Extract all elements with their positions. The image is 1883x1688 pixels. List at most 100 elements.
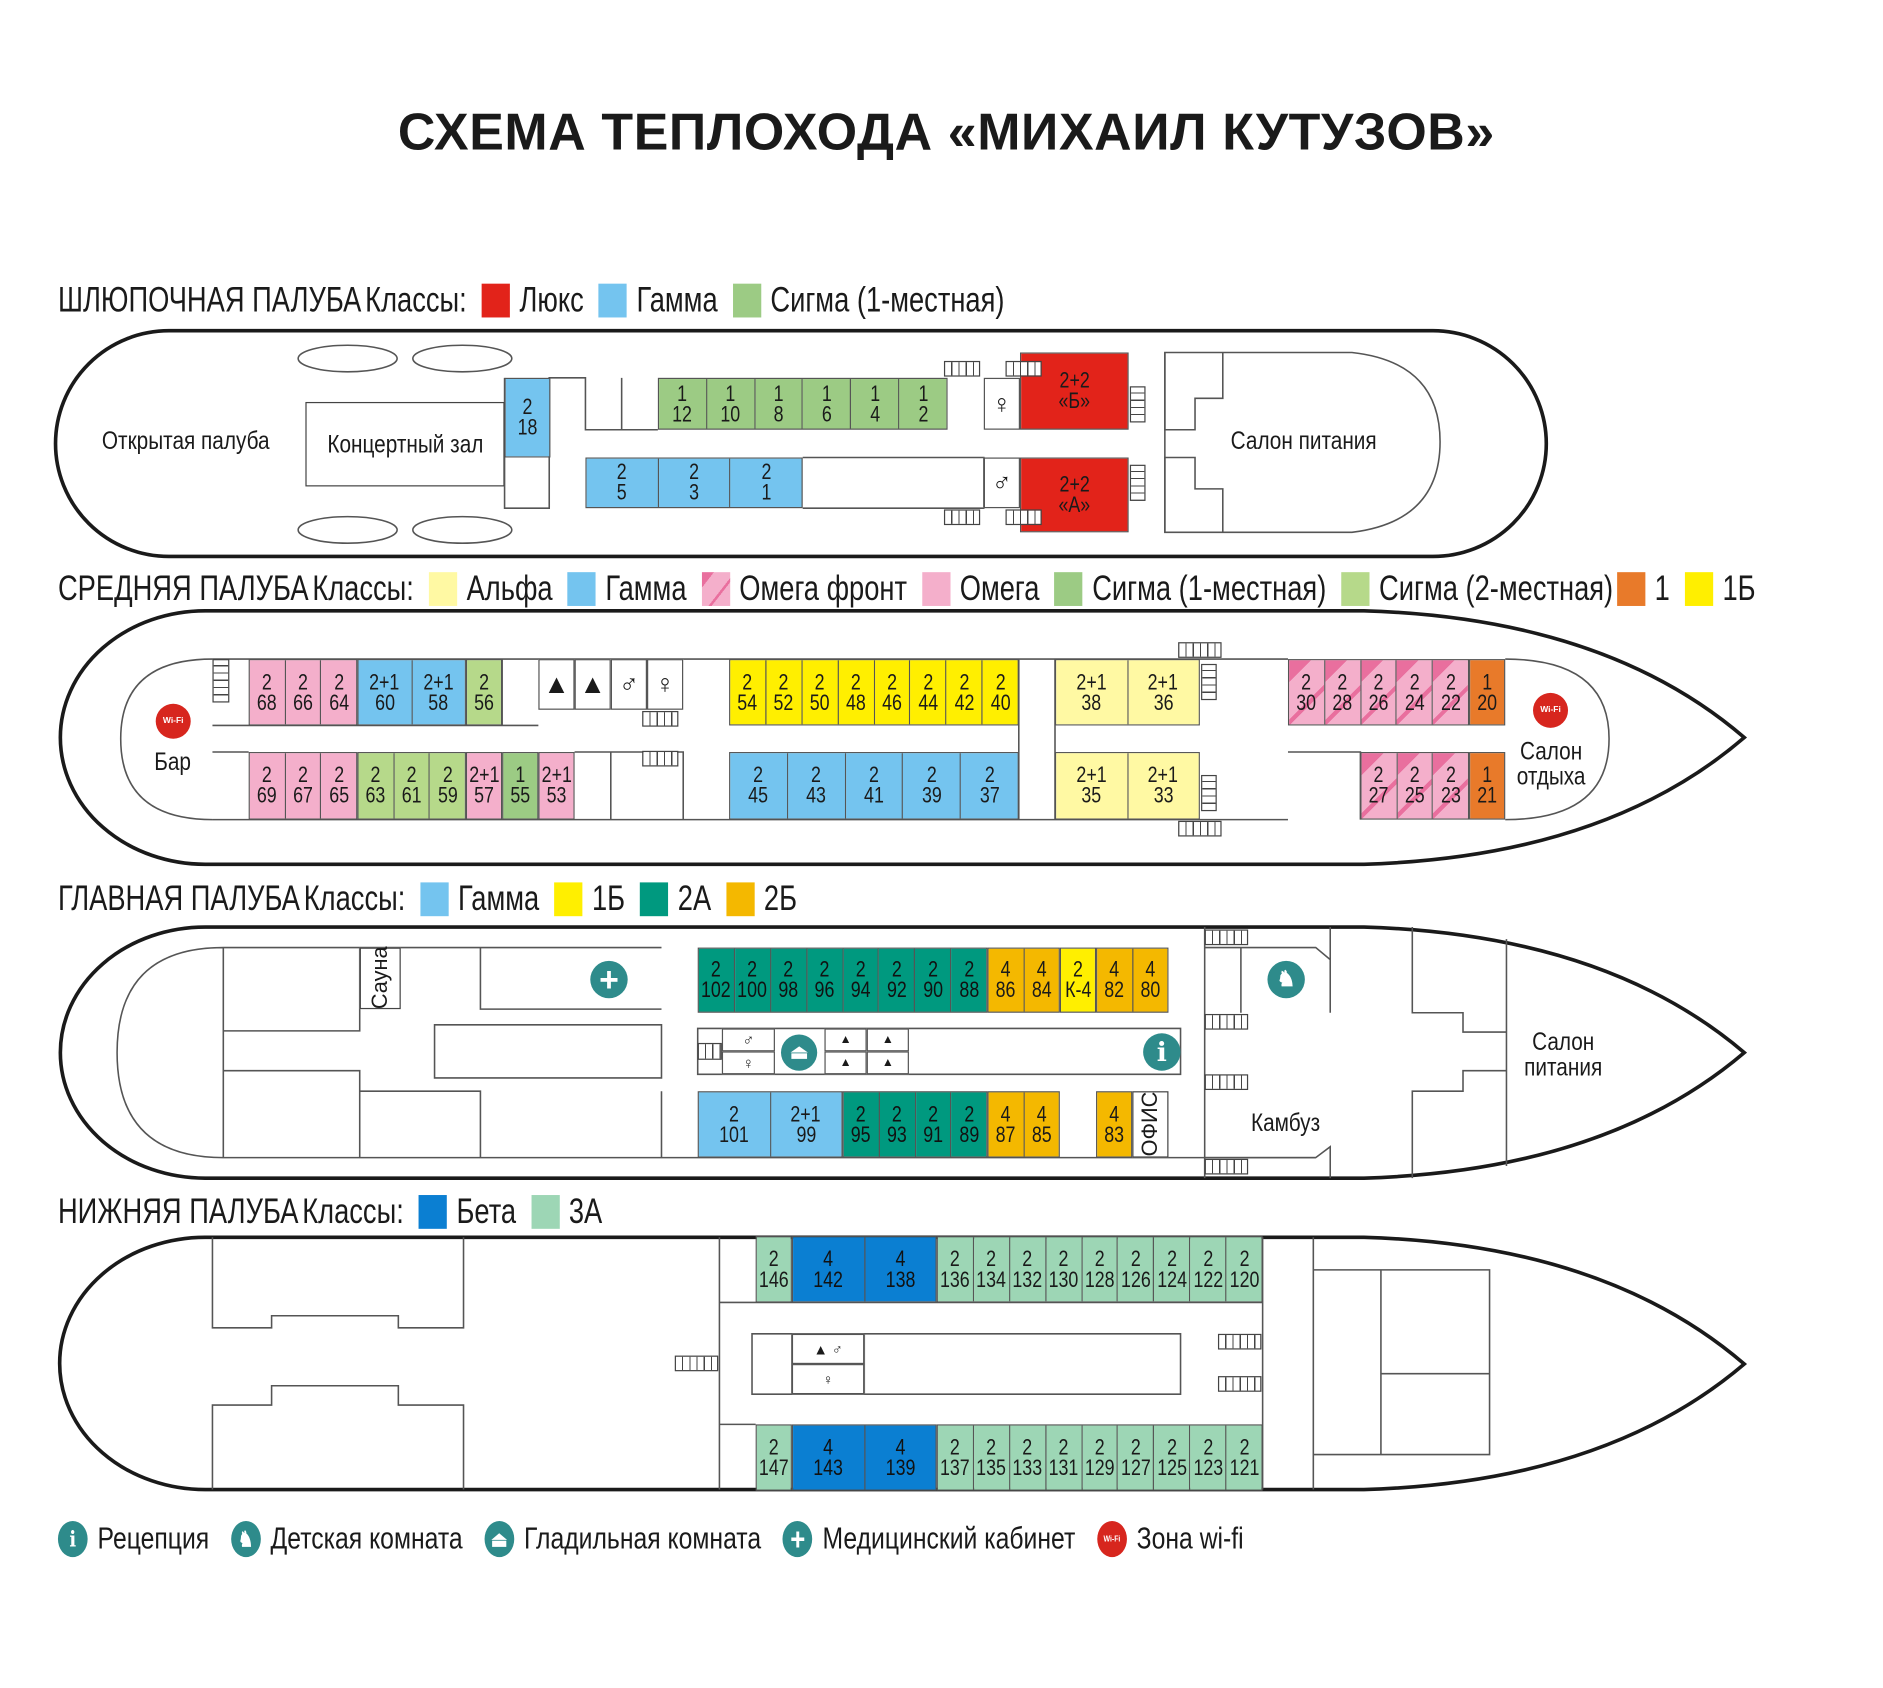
sauna-room[interactable]: Сауна [359, 947, 401, 1010]
concert-hall[interactable]: Концертный зал [305, 401, 505, 487]
